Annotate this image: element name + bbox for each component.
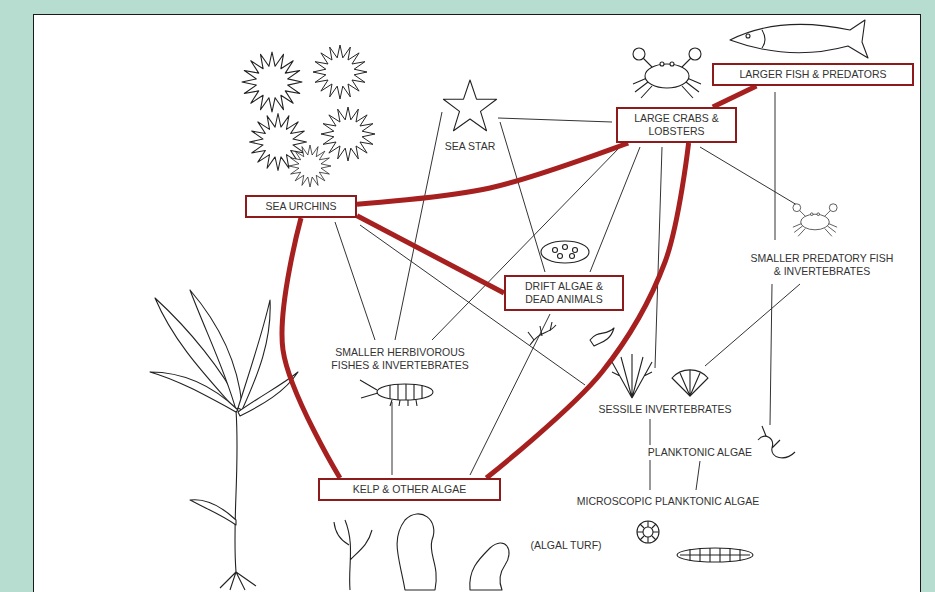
shrimp-body [377, 384, 433, 400]
food-web-box: LARGER FISH & PREDATORS [712, 63, 914, 86]
slug-spot [573, 248, 578, 253]
organism-label: (ALGAL TURF) [528, 538, 603, 553]
organism-label: SMALLER HERBIVOROUS FISHES & INVERTEBRAT… [313, 345, 487, 373]
fish-body [730, 20, 868, 58]
large-crab [633, 48, 701, 98]
kelp-blade [150, 372, 238, 412]
sea-urchin [289, 145, 331, 187]
food-web-lines [335, 92, 800, 490]
box-text: DRIFT ALGAE & DEAD ANIMALS [511, 280, 617, 306]
fish-eye [746, 34, 750, 38]
food-web-box: LARGE CRABS & LOBSTERS [616, 107, 737, 143]
kelp-holdfast [220, 572, 256, 590]
organism-label: PLANKTONIC ALGAE [646, 445, 754, 460]
slug-spot [553, 248, 558, 253]
box-text: LARGE CRABS & LOBSTERS [623, 112, 730, 138]
drift-fragment [590, 328, 614, 346]
sea-slug [541, 241, 589, 263]
kelp-stipe [235, 410, 237, 572]
algal-turf [334, 520, 372, 590]
sea-urchin [242, 52, 302, 112]
feeding-link [357, 216, 504, 293]
sea-star [443, 80, 496, 131]
diatom-pennate [677, 548, 753, 562]
slug-spot [570, 254, 575, 259]
planktonic-alga [758, 426, 795, 458]
kelp-blade [190, 500, 236, 525]
diatom-rays [637, 521, 659, 543]
organism-label: SESSILE INVERTEBRATES [596, 402, 733, 417]
feeding-line [335, 92, 800, 490]
box-text: KELP & OTHER ALGAE [325, 483, 494, 496]
algal-turf [470, 543, 509, 590]
small-crab [793, 204, 837, 237]
food-web-box: SEA URCHINS [245, 195, 357, 218]
feeding-link [713, 86, 757, 107]
slug-spot [563, 245, 568, 250]
sea-urchin [321, 107, 375, 161]
box-text: SEA URCHINS [252, 200, 350, 213]
scallop [672, 370, 708, 396]
box-text: LARGER FISH & PREDATORS [719, 68, 907, 81]
organism-label: MICROSCOPIC PLANKTONIC ALGAE [575, 494, 761, 509]
shrimp-segments [360, 380, 422, 406]
organism-label: SEA STAR [443, 139, 498, 154]
sessile-tuft [612, 354, 652, 398]
algal-turf [397, 514, 436, 590]
drift-fragment [528, 322, 556, 345]
food-web-box: DRIFT ALGAE & DEAD ANIMALS [504, 275, 624, 311]
slug-spot [558, 254, 563, 259]
feeding-link [486, 143, 688, 478]
food-web-box: KELP & OTHER ALGAE [318, 478, 501, 501]
scallop-ribs [680, 370, 700, 396]
sea-urchin [313, 45, 367, 99]
fish-gill [762, 30, 765, 48]
diatom-round [637, 521, 659, 543]
organism-label: SMALLER PREDATORY FISH & INVERTEBRATES [745, 251, 899, 279]
diatom-ribs [680, 548, 750, 562]
diatom-center [643, 527, 653, 537]
